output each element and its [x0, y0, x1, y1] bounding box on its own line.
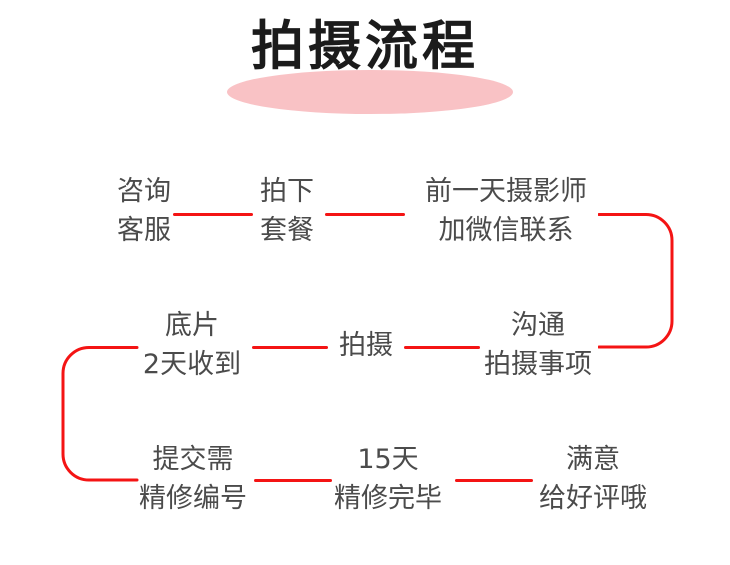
flow-node-line: 精修编号	[139, 483, 247, 514]
flow-node-line: 15天	[357, 444, 419, 475]
flow-node-line: 沟通	[511, 310, 565, 341]
connector-wrap-right-row1-to-row2	[598, 206, 680, 356]
connector-submit-to-retouch	[254, 479, 332, 482]
title-highlight-ellipse	[227, 70, 513, 114]
connector-shooting-to-negatives	[252, 346, 328, 349]
flow-node-add-photographer-wechat: 前一天摄影师 加微信联系	[410, 172, 602, 250]
flow-node-buy-package: 拍下 套餐	[248, 172, 326, 250]
connector-consult-to-package	[173, 213, 253, 216]
flow-node-line: 精修完毕	[334, 483, 442, 514]
flow-node-negatives-2-days: 底片 2天收到	[128, 306, 256, 384]
flow-node-line: 套餐	[260, 215, 314, 246]
flow-node-line: 拍摄	[339, 330, 393, 361]
flow-node-consult-service: 咨询 客服	[105, 172, 183, 250]
flow-node-satisfied-review: 满意 给好评哦	[525, 440, 661, 518]
connector-discuss-to-shooting	[404, 346, 480, 349]
flow-node-line: 底片	[165, 310, 219, 341]
page-title-block: 拍摄流程	[0, 14, 730, 114]
flow-node-line: 满意	[566, 444, 620, 475]
connector-wrap-left-row2-to-row3	[55, 339, 145, 489]
page-title: 拍摄流程	[251, 16, 479, 77]
flow-node-line: 给好评哦	[539, 483, 647, 514]
flow-node-shooting: 拍摄	[325, 326, 407, 365]
flow-node-line: 2天收到	[142, 349, 242, 380]
flow-node-submit-retouch-numbers: 提交需 精修编号	[125, 440, 261, 518]
connector-retouch-to-review	[455, 479, 533, 482]
flow-node-line: 提交需	[152, 444, 234, 475]
flow-node-line: 咨询	[117, 176, 171, 207]
connector-package-to-wechat	[325, 213, 405, 216]
flow-node-line: 拍下	[260, 176, 314, 207]
flow-node-line: 拍摄事项	[484, 349, 592, 380]
flow-node-discuss-shoot-details: 沟通 拍摄事项	[470, 306, 606, 384]
flow-node-retouch-15-days: 15天 精修完毕	[320, 440, 456, 518]
flow-node-line: 客服	[117, 215, 171, 246]
flow-node-line: 前一天摄影师	[425, 176, 587, 207]
flow-node-line: 加微信联系	[438, 215, 574, 246]
